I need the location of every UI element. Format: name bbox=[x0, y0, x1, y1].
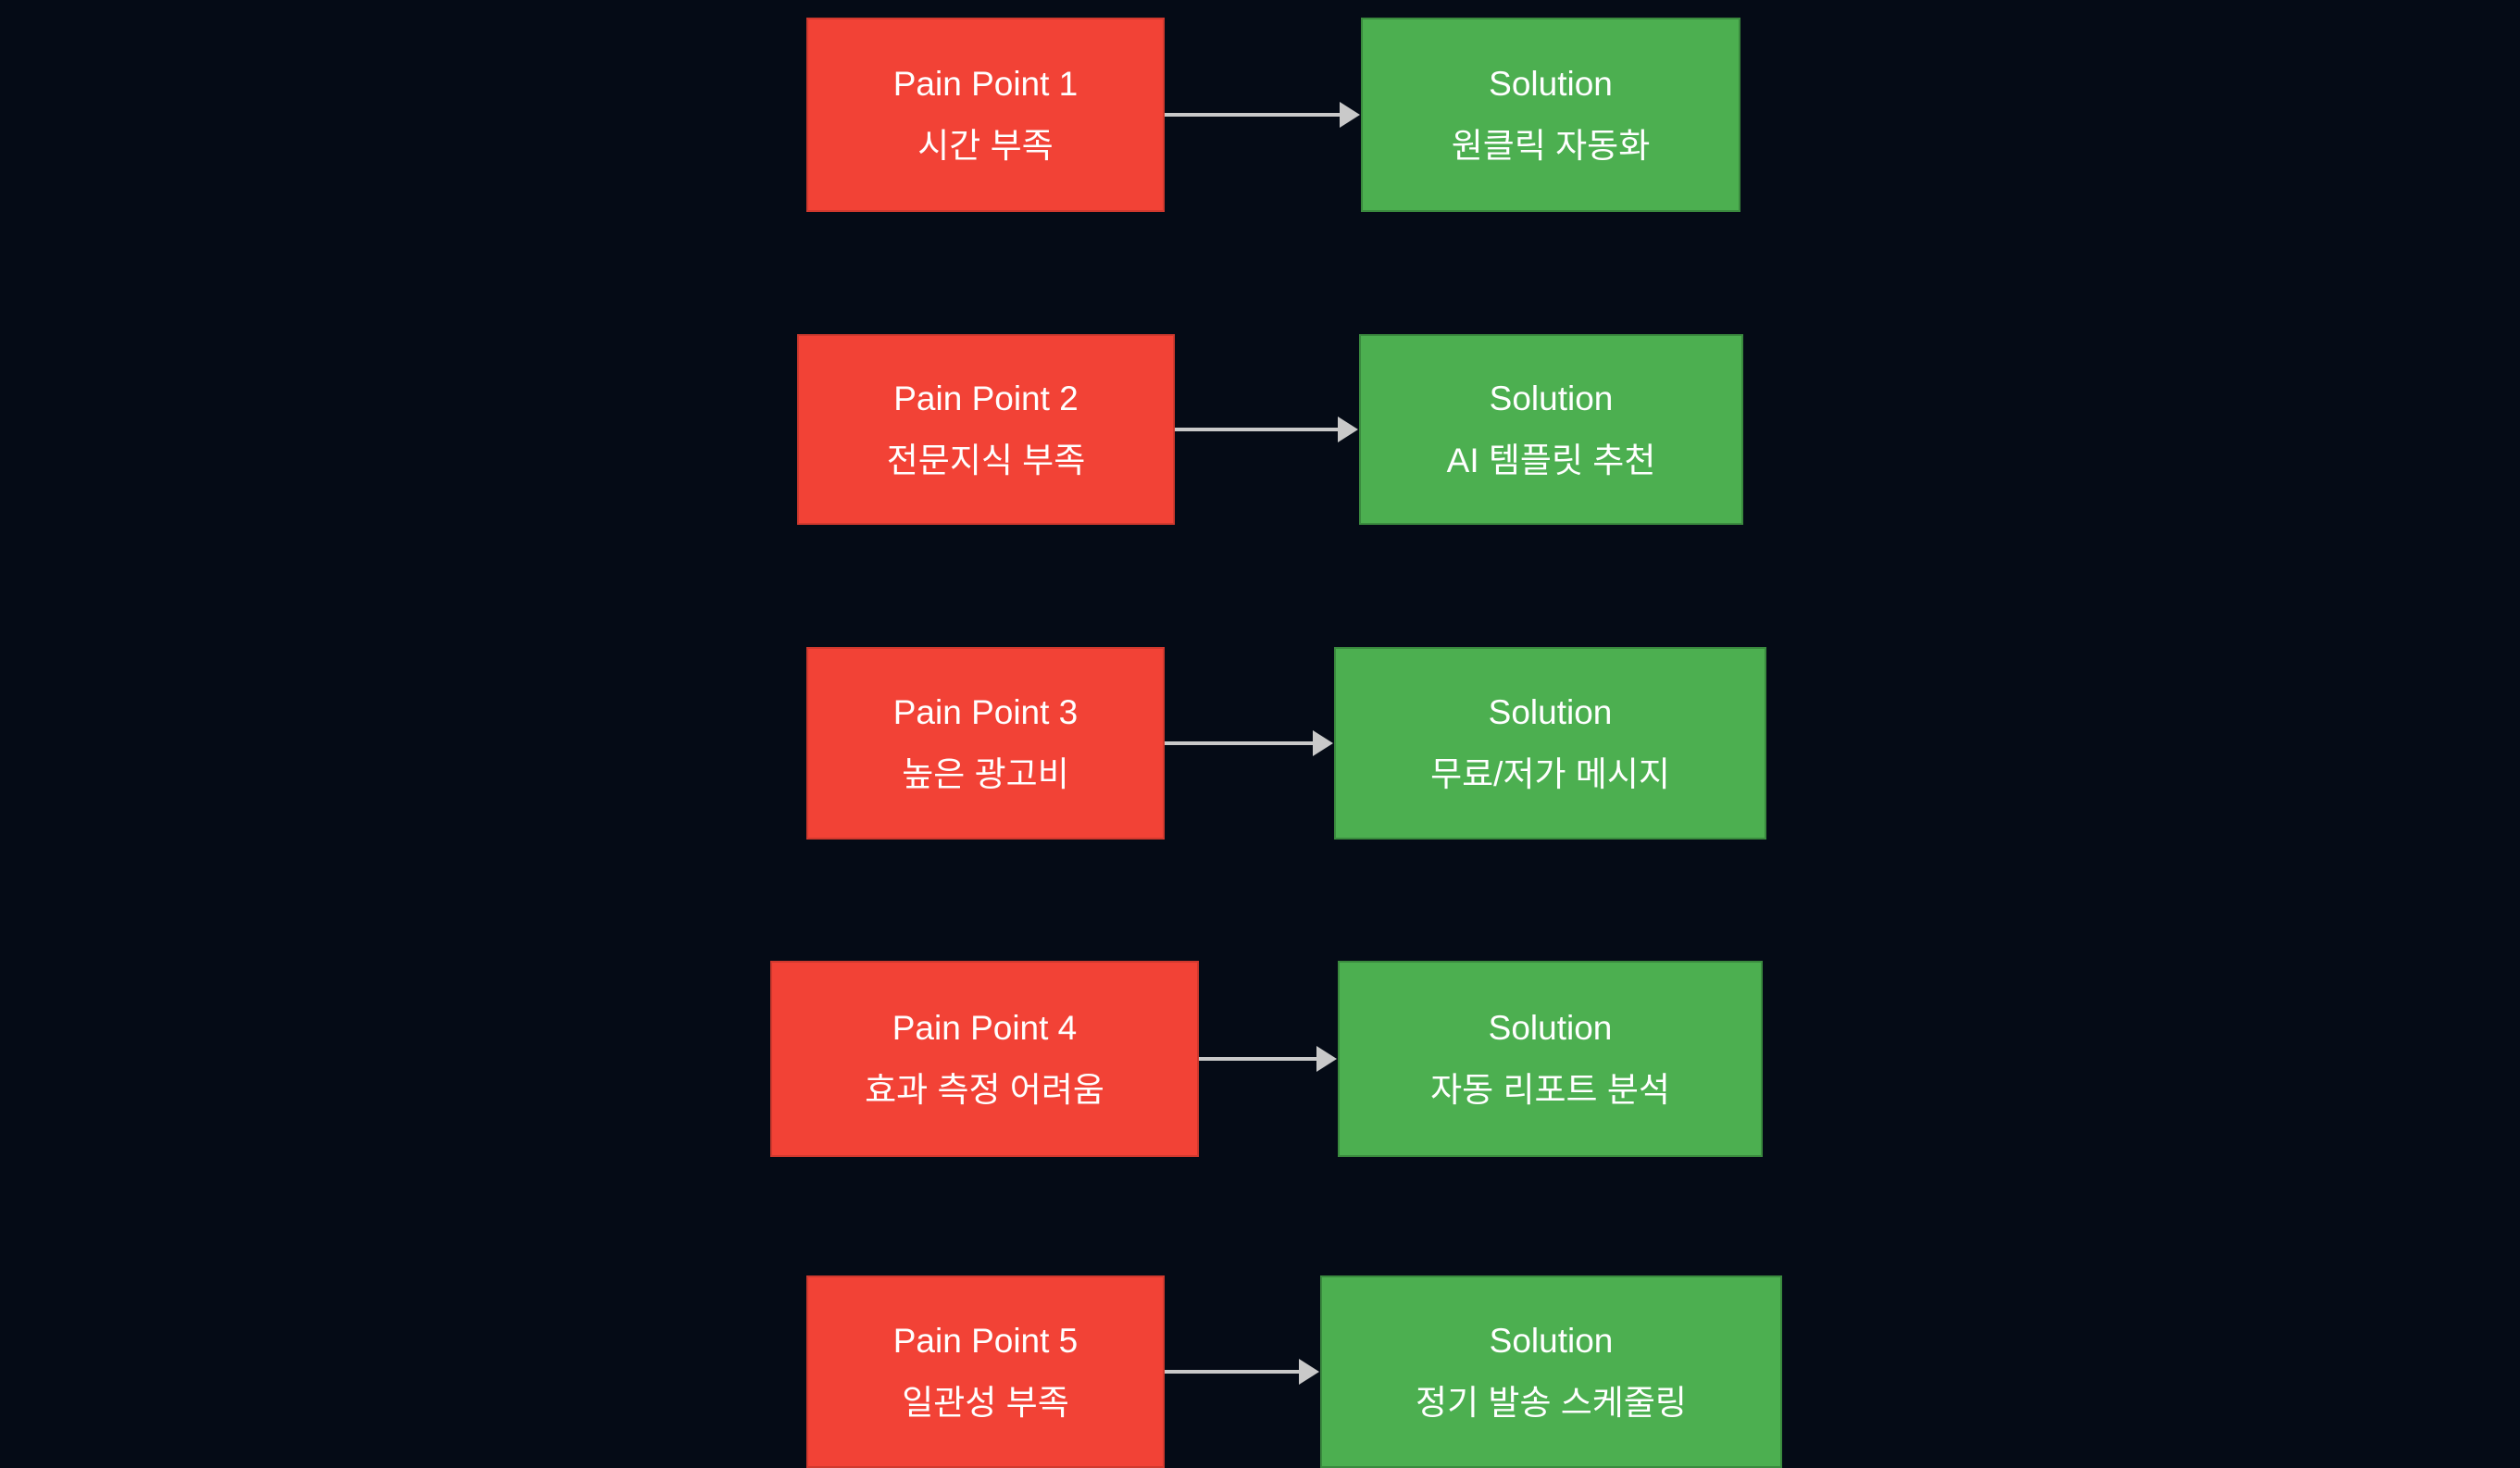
pain-point-2-title: Pain Point 2 bbox=[893, 379, 1079, 417]
solution-5-subtitle: 정기 발송 스케줄링 bbox=[1416, 1384, 1687, 1422]
solution-4-title: Solution bbox=[1488, 1009, 1613, 1047]
solution-3-subtitle: 무료/저가 메시지 bbox=[1430, 755, 1670, 793]
arrow-connector-4 bbox=[1199, 1046, 1337, 1072]
pain-point-1-node: Pain Point 1 시간 부족 bbox=[806, 18, 1165, 212]
pain-point-3-title: Pain Point 3 bbox=[892, 693, 1079, 731]
pain-point-1-subtitle: 시간 부족 bbox=[917, 127, 1054, 165]
pain-point-5-node: Pain Point 5 일관성 부족 bbox=[806, 1275, 1165, 1468]
solution-1-title: Solution bbox=[1489, 65, 1613, 103]
solution-5-title: Solution bbox=[1489, 1322, 1614, 1360]
solution-4-subtitle: 자동 리포트 분석 bbox=[1430, 1071, 1670, 1109]
pain-point-2-subtitle: 전문지식 부족 bbox=[886, 442, 1086, 479]
solution-4-node: Solution 자동 리포트 분석 bbox=[1338, 961, 1763, 1157]
solution-3-node: Solution 무료/저가 메시지 bbox=[1334, 647, 1766, 840]
pain-point-2-node: Pain Point 2 전문지식 부족 bbox=[797, 334, 1175, 525]
solution-1-subtitle: 원클릭 자동화 bbox=[1451, 127, 1651, 165]
arrow-connector-5 bbox=[1165, 1359, 1319, 1385]
pain-point-4-subtitle: 효과 측정 어려움 bbox=[865, 1071, 1104, 1109]
pain-point-1-title: Pain Point 1 bbox=[892, 65, 1079, 103]
solution-5-node: Solution 정기 발송 스케줄링 bbox=[1320, 1275, 1782, 1468]
arrow-connector-2 bbox=[1175, 417, 1358, 442]
solution-2-title: Solution bbox=[1489, 379, 1614, 417]
pain-point-5-subtitle: 일관성 부족 bbox=[902, 1384, 1069, 1422]
solution-1-node: Solution 원클릭 자동화 bbox=[1361, 18, 1740, 212]
solution-2-subtitle: AI 템플릿 추천 bbox=[1446, 442, 1656, 479]
pain-point-3-node: Pain Point 3 높은 광고비 bbox=[806, 647, 1165, 840]
pain-point-3-subtitle: 높은 광고비 bbox=[902, 755, 1069, 793]
solution-3-title: Solution bbox=[1488, 693, 1613, 731]
pain-point-4-title: Pain Point 4 bbox=[892, 1009, 1078, 1047]
pain-point-4-node: Pain Point 4 효과 측정 어려움 bbox=[770, 961, 1199, 1157]
solution-2-node: Solution AI 템플릿 추천 bbox=[1359, 334, 1743, 525]
arrow-connector-1 bbox=[1165, 102, 1360, 128]
arrow-connector-3 bbox=[1165, 730, 1333, 756]
pain-point-5-title: Pain Point 5 bbox=[892, 1322, 1079, 1360]
